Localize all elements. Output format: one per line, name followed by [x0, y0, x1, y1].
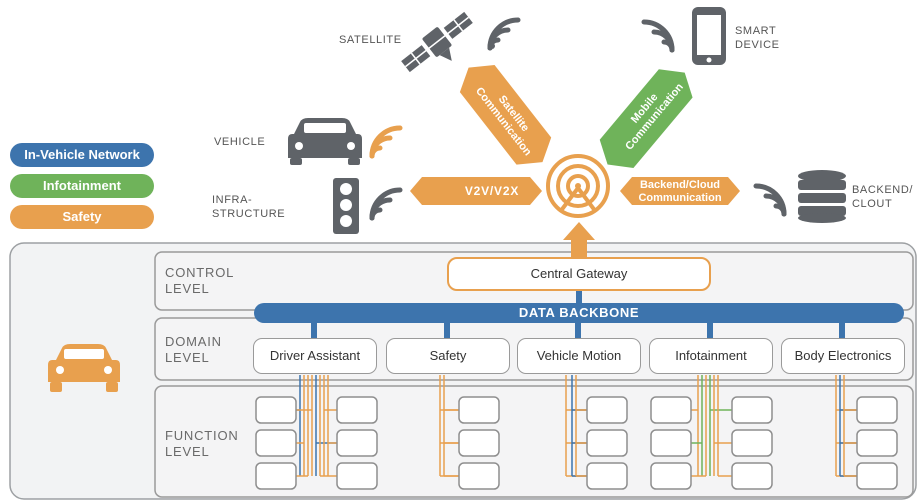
function-box — [458, 396, 500, 424]
wifi-icon — [487, 17, 521, 51]
smartphone-icon — [692, 7, 726, 65]
function-box — [458, 462, 500, 490]
vehicle-label: VEHICLE — [214, 136, 266, 148]
satellite-icon — [401, 11, 473, 73]
satellite-link-arrow — [459, 65, 552, 165]
function-box — [586, 396, 628, 424]
legend-infotainment: Infotainment — [10, 174, 154, 198]
backend-link-arrow — [620, 177, 740, 205]
function-box — [586, 429, 628, 457]
function-box — [336, 429, 378, 457]
function-level-label: FUNCTION LEVEL — [165, 428, 239, 459]
wifi-icon — [369, 125, 403, 159]
v2x-label: V2V/V2X — [464, 184, 520, 198]
function-box — [856, 429, 898, 457]
function-box — [856, 462, 898, 490]
control-level-label: CONTROL LEVEL — [165, 265, 235, 296]
function-box — [856, 396, 898, 424]
domain-infotainment: Infotainment — [649, 338, 773, 374]
backend-label: BACKEND/ CLOUT — [852, 184, 914, 210]
function-box — [336, 462, 378, 490]
function-box — [731, 396, 773, 424]
domain-vehicle-motion: Vehicle Motion — [517, 338, 641, 374]
legend-in-vehicle-network: In-Vehicle Network — [10, 143, 154, 167]
domain-body-electronics: Body Electronics — [781, 338, 905, 374]
mobile-link-arrow — [599, 69, 693, 168]
smart-device-label: SMART DEVICE — [735, 25, 780, 51]
wifi-icon — [369, 187, 403, 221]
domain-driver-assistant: Driver Assistant — [253, 338, 377, 374]
domain-safety: Safety — [386, 338, 510, 374]
antenna-icon — [546, 154, 610, 218]
gateway-arrow — [563, 222, 595, 258]
wifi-icon — [641, 19, 675, 53]
function-box — [650, 462, 692, 490]
car-icon — [48, 344, 120, 392]
function-box — [586, 462, 628, 490]
function-box — [650, 396, 692, 424]
function-box — [336, 396, 378, 424]
function-wiring — [296, 375, 857, 477]
function-box — [255, 429, 297, 457]
database-icon — [798, 170, 846, 223]
function-box — [650, 429, 692, 457]
infrastructure-label: INFRA- STRUCTURE — [212, 194, 286, 220]
function-box — [458, 429, 500, 457]
wifi-icon — [753, 183, 787, 217]
domain-level-label: DOMAIN LEVEL — [165, 334, 222, 365]
backend-comm-label: Backend/Cloud Communication — [638, 179, 722, 204]
satellite-label: SATELLITE — [339, 34, 402, 46]
function-box — [731, 429, 773, 457]
legend-safety: Safety — [10, 205, 154, 229]
v2x-link-shape — [410, 177, 542, 205]
data-backbone-label: DATA BACKBONE — [518, 305, 640, 320]
function-box — [731, 462, 773, 490]
data-backbone-bar — [254, 303, 904, 323]
traffic-light-icon — [333, 178, 359, 234]
function-box — [255, 462, 297, 490]
function-boxes — [255, 396, 898, 490]
function-box — [255, 396, 297, 424]
central-gateway-box: Central Gateway — [447, 257, 711, 291]
car-icon — [288, 118, 362, 165]
